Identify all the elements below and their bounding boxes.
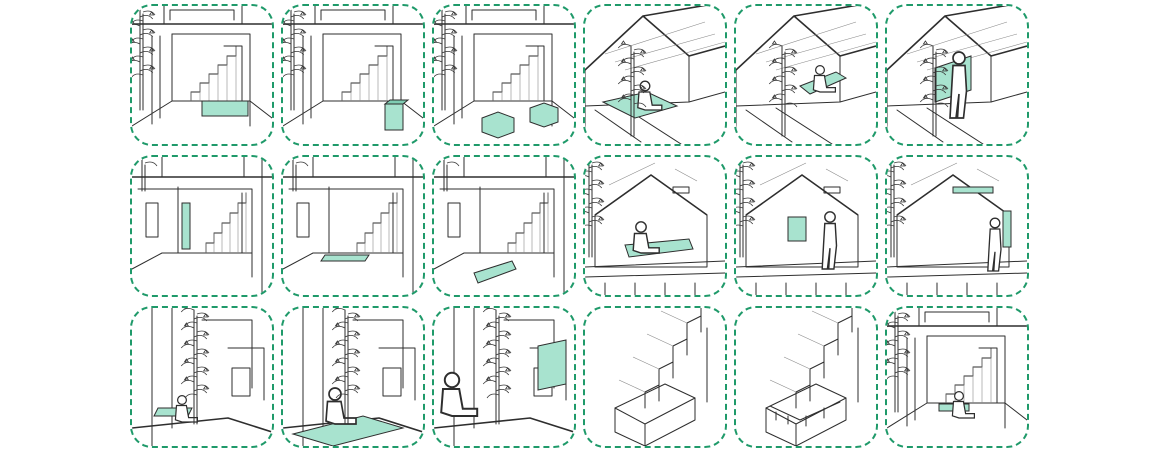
- panel-attic-standing: [885, 4, 1029, 146]
- panel-room-bench-illustration: [434, 157, 574, 295]
- tree-drawing: [482, 308, 512, 425]
- tree-drawing: [919, 40, 949, 137]
- panel-stair-bench-illustration: [132, 6, 272, 127]
- tree-drawing: [180, 308, 210, 425]
- panel-tree-desk: [130, 306, 274, 448]
- panel-cabinet-stairs: [583, 306, 727, 448]
- panel-tree-platform-illustration: [283, 308, 423, 446]
- panel-loft-shelf-illustration: [887, 157, 1027, 295]
- tree-drawing: [887, 308, 911, 413]
- tree-drawing: [768, 40, 798, 137]
- staircase: [332, 46, 388, 102]
- highlight-box: [383, 99, 410, 131]
- panel-tree-screen: [432, 306, 576, 448]
- panel-room-table: [281, 155, 425, 297]
- staircase: [197, 192, 247, 254]
- panel-loft-reading-illustration: [585, 157, 725, 295]
- tree-drawing: [736, 157, 756, 258]
- staircase: [499, 192, 549, 254]
- panel-tree-platform: [281, 306, 425, 448]
- panel-room-panel-illustration: [132, 157, 272, 295]
- highlight-bench: [473, 260, 517, 284]
- seated-figure: [440, 371, 479, 417]
- seated-figure: [951, 390, 976, 419]
- panel-cabinet-cubbies: [734, 306, 878, 448]
- tree-drawing: [434, 6, 458, 111]
- panel-tree-screen-illustration: [434, 308, 574, 446]
- highlight-wall-panel: [181, 202, 191, 250]
- tree-drawing: [283, 157, 309, 192]
- seated-figure: [637, 80, 663, 111]
- highlight-panel: [787, 216, 807, 242]
- seated-figure: [325, 387, 357, 425]
- panel-stair-desk-seated-illustration: [887, 308, 1027, 429]
- panel-loft-standing: [734, 155, 878, 297]
- cubby-row: [769, 401, 841, 427]
- panel-room-bench: [432, 155, 576, 297]
- panel-attic-standing-illustration: [887, 6, 1027, 144]
- staircase: [483, 46, 539, 102]
- panel-loft-shelf: [885, 155, 1029, 297]
- seated-figure: [632, 221, 660, 254]
- panel-stair-blocks: [432, 4, 576, 146]
- highlight-blocks: [481, 102, 559, 139]
- panel-stair-desk-seated: [885, 306, 1029, 448]
- staircase: [348, 192, 398, 254]
- person-figure: [987, 217, 1002, 272]
- cabinet-drawing: [614, 308, 716, 446]
- tree-drawing: [132, 6, 156, 111]
- person-figure: [821, 211, 838, 270]
- tree-drawing: [283, 6, 307, 111]
- highlight-table: [320, 254, 370, 262]
- panel-stair-boxes-illustration: [283, 6, 423, 131]
- highlight-shelf: [952, 186, 1012, 248]
- panel-loft-reading: [583, 155, 727, 297]
- panel-room-table-illustration: [283, 157, 423, 295]
- highlight-screen: [537, 339, 567, 391]
- panel-attic-person-roof-illustration: [736, 6, 876, 144]
- seated-figure: [812, 64, 837, 93]
- panel-stair-bench: [130, 4, 274, 146]
- panel-cabinet-stairs-illustration: [614, 308, 716, 446]
- panel-stair-boxes: [281, 4, 425, 146]
- person-figure: [949, 51, 968, 119]
- cabinet-drawing: [765, 308, 867, 446]
- tree-drawing: [617, 40, 647, 137]
- seated-figure: [174, 394, 199, 423]
- tree-drawing: [434, 157, 460, 192]
- tree-drawing: [585, 157, 605, 258]
- panel-room-panel: [130, 155, 274, 297]
- tree-drawing: [331, 308, 361, 425]
- tree-drawing: [132, 157, 158, 192]
- panel-loft-standing-illustration: [736, 157, 876, 295]
- panel-cabinet-cubbies-illustration: [765, 308, 867, 446]
- staircase: [936, 348, 992, 404]
- staircase: [181, 46, 237, 102]
- panel-stair-blocks-illustration: [434, 6, 574, 139]
- panel-attic-person-floor: [583, 4, 727, 146]
- panel-attic-person-floor-illustration: [585, 6, 725, 144]
- tree-drawing: [887, 157, 907, 258]
- panel-tree-desk-illustration: [132, 308, 272, 446]
- highlight-bench: [201, 100, 249, 117]
- panel-attic-person-roof: [734, 4, 878, 146]
